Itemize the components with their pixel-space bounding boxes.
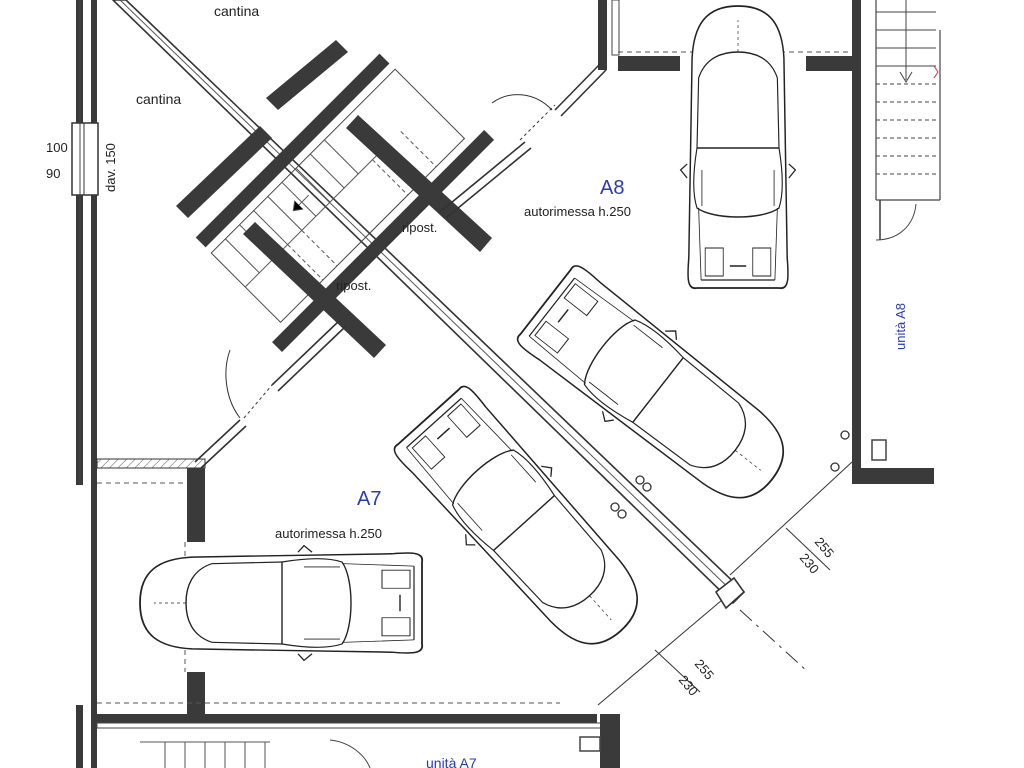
bottom-wall — [96, 702, 620, 768]
window-height-label: 90 — [46, 166, 60, 181]
a7-top-wall — [96, 458, 206, 469]
diagonal-wall — [111, 0, 746, 610]
dimension-right-inner: 230 — [797, 550, 822, 576]
room-code-a7: A7 — [357, 488, 381, 510]
sill-height-label: dav. 150 — [103, 143, 118, 192]
dimension-bottom-outer: 255 — [692, 656, 717, 682]
unit-label-a8: unità A8 — [893, 303, 908, 350]
room-code-a8: A8 — [600, 177, 624, 199]
stairs-a8 — [875, 0, 939, 241]
dimension-lines — [597, 461, 853, 706]
car-a8-diagonal — [509, 255, 809, 526]
car-a8-top — [679, 5, 797, 290]
room-label-cantina-top: cantina — [214, 3, 259, 19]
window-left — [71, 122, 99, 196]
diagonal-partitions — [194, 63, 607, 469]
unit-label-a7: unità A7 — [426, 755, 477, 768]
storage-label-2: ripost. — [336, 278, 371, 293]
room-label-cantina: cantina — [136, 91, 181, 107]
dimension-bottom-inner: 230 — [676, 672, 701, 698]
outer-walls — [76, 0, 97, 768]
room-desc-a7: autorimessa h.250 — [275, 526, 382, 541]
stair-side-walls — [176, 40, 492, 358]
window-width-label: 100 — [46, 140, 68, 155]
room-desc-a8: autorimessa h.250 — [524, 204, 631, 219]
car-a7-horizontal — [139, 544, 424, 662]
storage-label-1: ripost. — [402, 220, 437, 235]
